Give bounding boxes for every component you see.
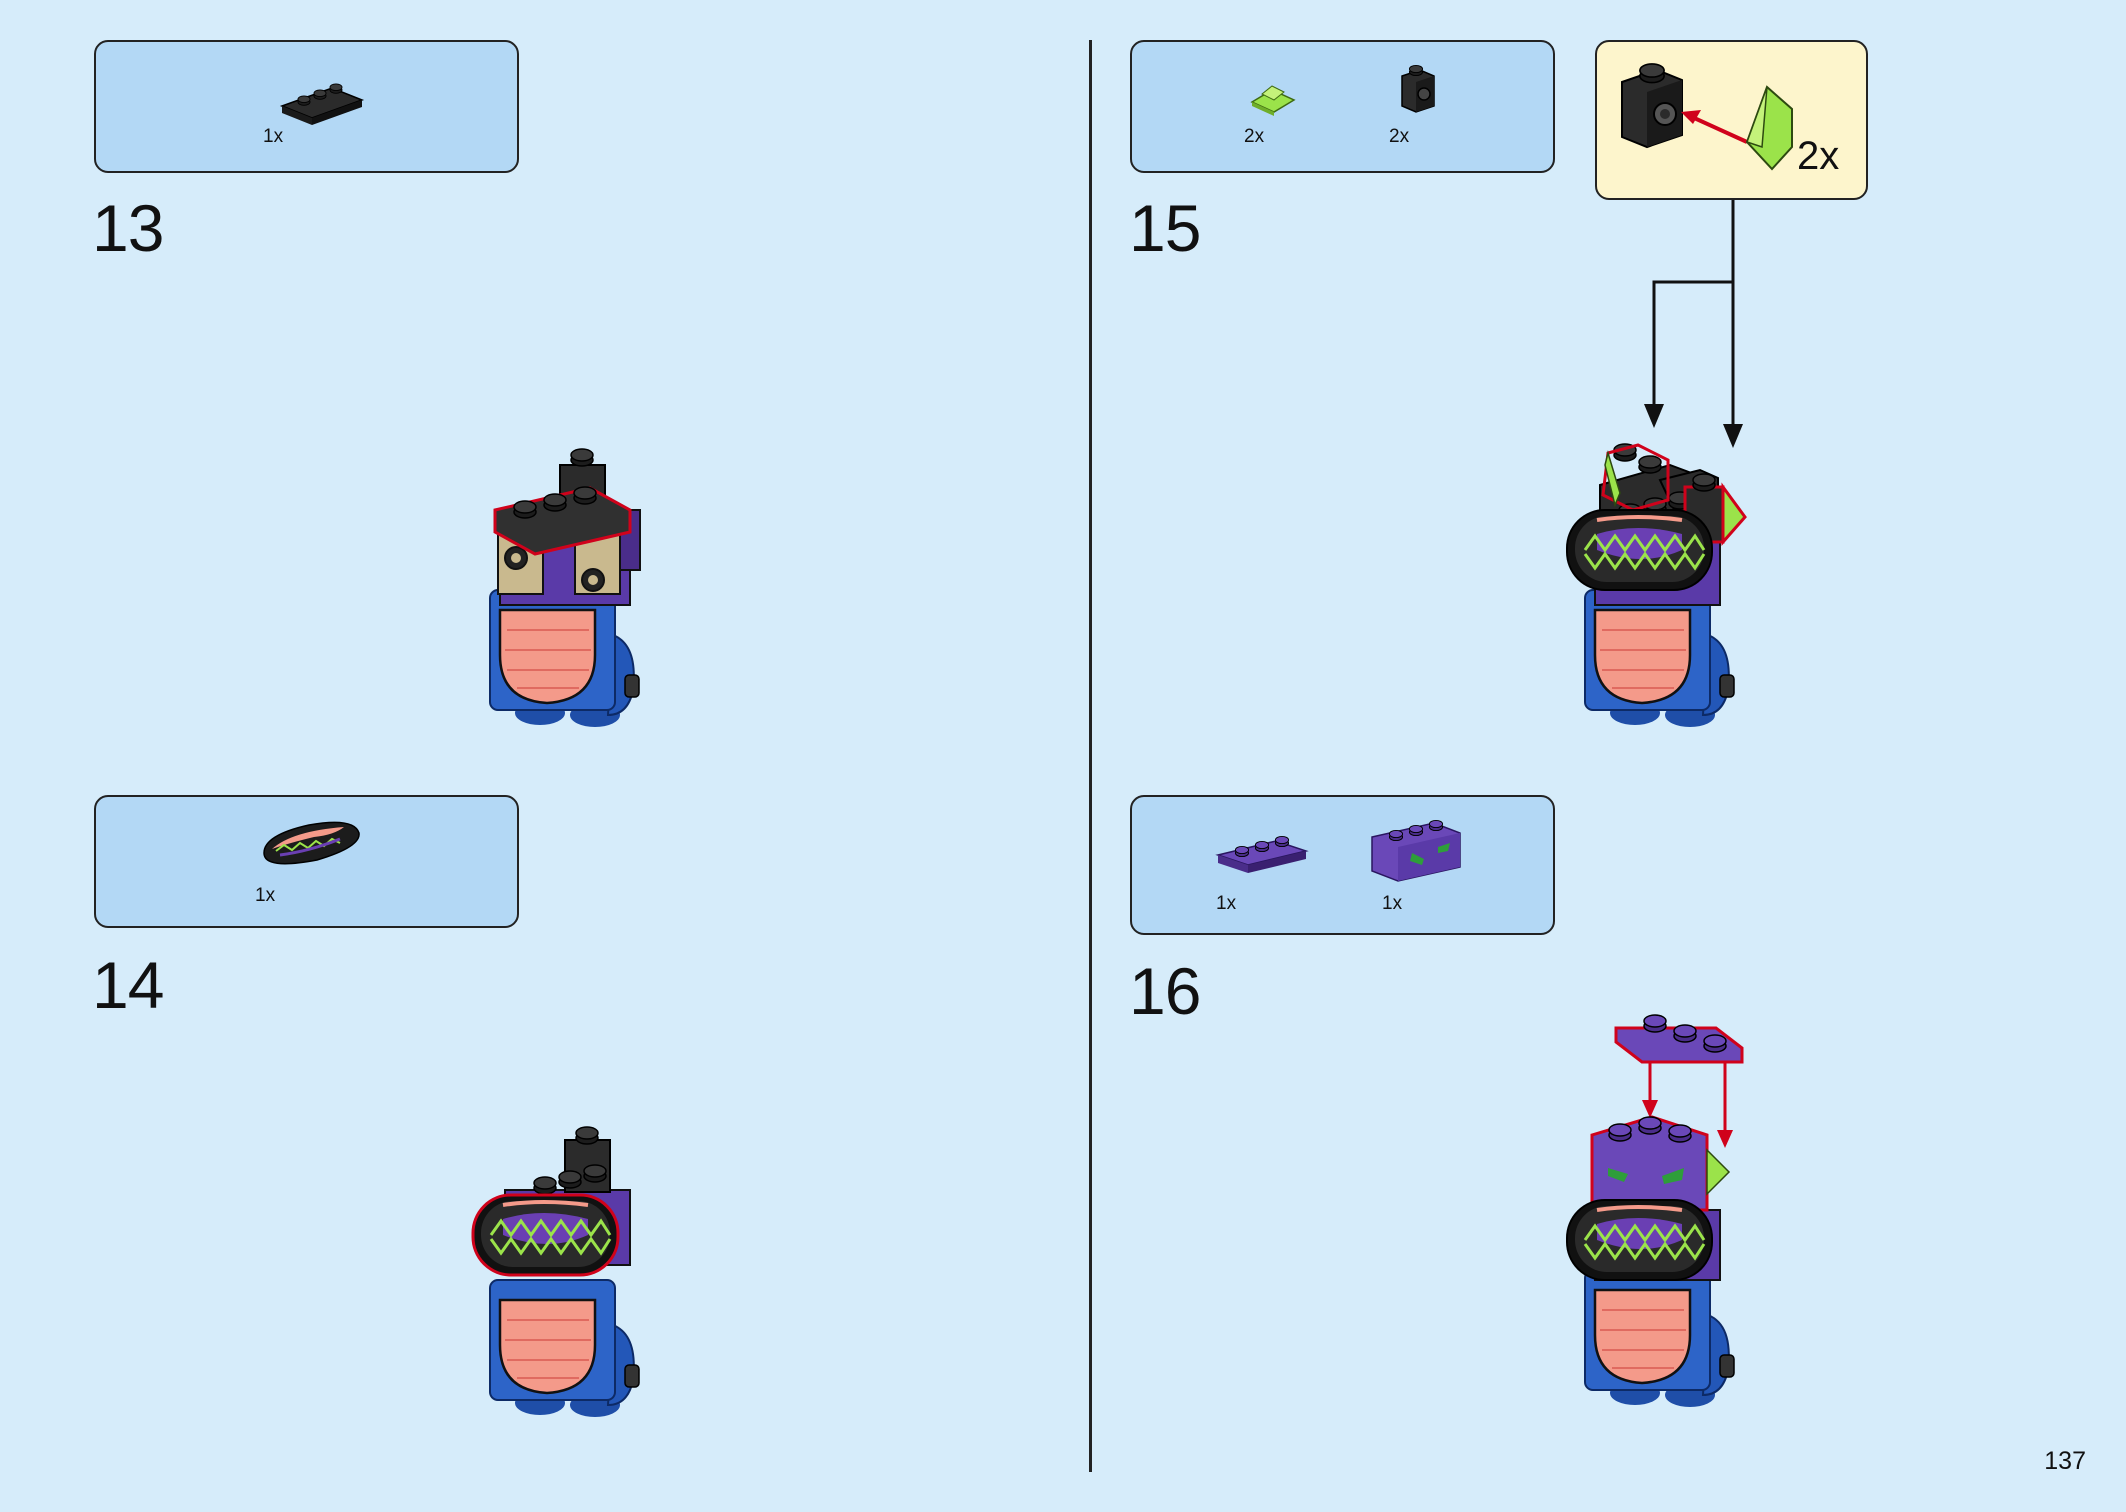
part-quantity: 1x — [263, 126, 284, 147]
parts-box-step-14: 1x — [94, 795, 519, 928]
black-plate-part — [262, 66, 382, 126]
part-quantity: 1x — [1216, 893, 1237, 914]
mouth-tile-part — [252, 815, 372, 875]
callout-quantity: 2x — [1797, 134, 1840, 178]
model-step-15 — [1550, 425, 1790, 735]
step-number-16: 16 — [1129, 954, 1201, 1028]
sub-assembly-callout: 2x — [1595, 40, 1868, 200]
part-quantity: 1x — [255, 885, 276, 906]
lime-slope-part — [1232, 64, 1352, 124]
step-number-15: 15 — [1129, 191, 1201, 265]
step-number-14: 14 — [92, 948, 164, 1022]
parts-box-step-15: 2x 2x — [1130, 40, 1555, 173]
model-step-13 — [480, 440, 690, 735]
purple-eyes-brick-part — [1362, 813, 1482, 882]
page-number: 137 — [2044, 1447, 2086, 1475]
parts-box-step-16: 1x 1x — [1130, 795, 1555, 935]
page-divider — [1089, 40, 1092, 1472]
part-quantity: 2x — [1389, 126, 1410, 147]
parts-box-step-13: 1x — [94, 40, 519, 173]
callout-diagram — [1621, 63, 1793, 171]
black-headlight-part — [1372, 56, 1492, 116]
model-step-14 — [465, 1120, 695, 1425]
part-quantity: 1x — [1382, 893, 1403, 914]
step-number-13: 13 — [92, 191, 164, 265]
part-quantity: 2x — [1244, 126, 1265, 147]
model-step-16 — [1550, 1000, 1790, 1415]
purple-plate-part — [1204, 825, 1324, 885]
